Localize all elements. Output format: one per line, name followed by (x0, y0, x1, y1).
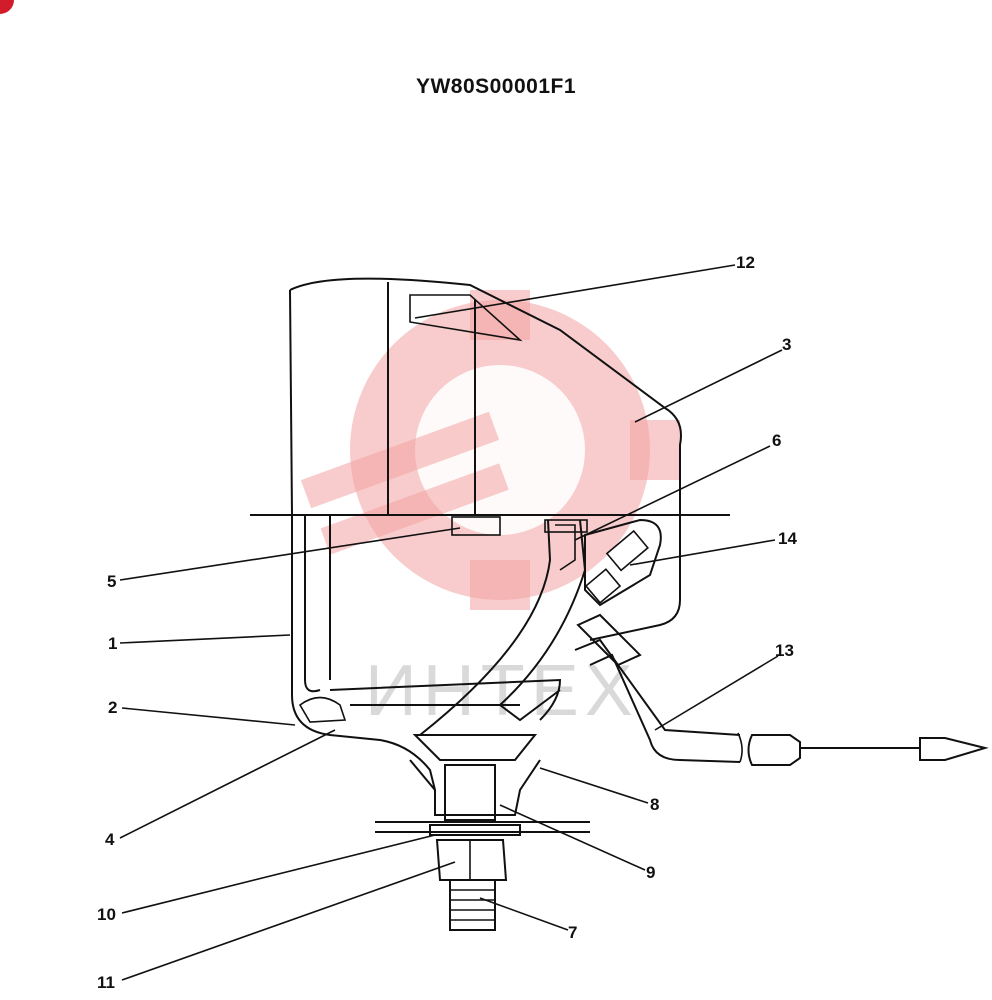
callout-14: 14 (778, 529, 797, 548)
callout-6: 6 (772, 431, 781, 450)
callout-13: 13 (775, 641, 794, 660)
callout-12: 12 (736, 253, 755, 272)
watermark-text: ИНТЕХ (365, 651, 639, 731)
callout-9: 9 (646, 863, 655, 882)
sensor-lead (574, 613, 989, 766)
mounting-bolt (375, 734, 590, 931)
sensor-body (291, 515, 681, 791)
callout-7: 7 (568, 923, 577, 942)
callout-10: 10 (97, 905, 116, 924)
connector-block (584, 518, 662, 607)
callout-11: 11 (97, 973, 115, 992)
callout-labels: 1 2 3 4 5 6 7 8 9 10 11 12 13 14 (97, 253, 797, 992)
callout-3: 3 (782, 335, 791, 354)
callout-1: 1 (108, 634, 117, 653)
diagram-code: YW80S00001F1 (415, 75, 577, 98)
internal-tube (419, 519, 587, 736)
callout-2: 2 (108, 698, 117, 717)
watermark-logo-icon (300, 290, 680, 610)
sensor-cap (289, 277, 682, 516)
callout-8: 8 (650, 795, 659, 814)
callout-5: 5 (107, 572, 116, 591)
leader-lines (119, 264, 783, 981)
callout-4: 4 (105, 830, 115, 849)
